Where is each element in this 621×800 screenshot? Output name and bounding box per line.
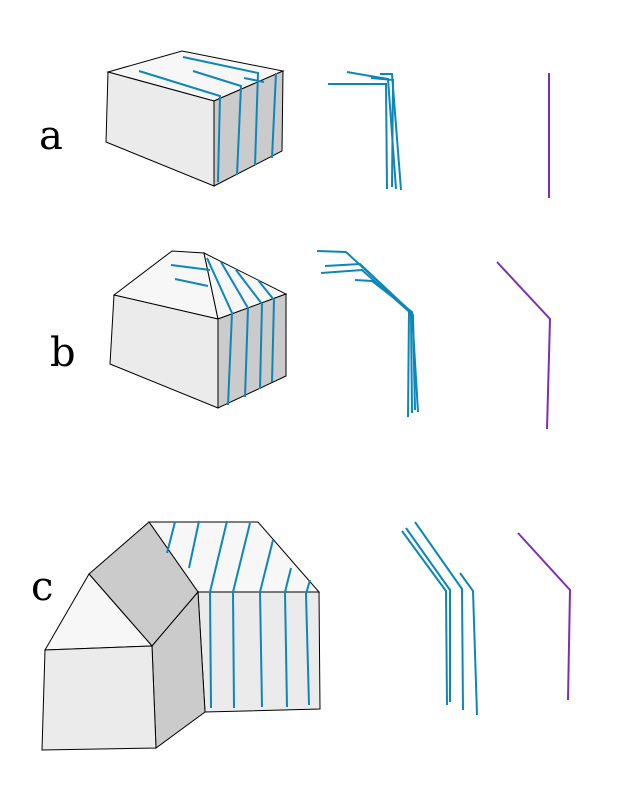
panel-label-a: a: [39, 113, 63, 159]
panel-a-box: [105, 50, 285, 187]
panel-b-surface-lines: [170, 257, 276, 406]
surface-line: [235, 269, 264, 390]
surface-line: [243, 77, 265, 83]
stroke-profile: [324, 262, 413, 414]
surface-line: [304, 579, 311, 706]
surface-line: [166, 521, 176, 554]
stroke-profile: [414, 521, 464, 711]
surface-line: [271, 72, 277, 159]
surface-line: [220, 261, 250, 398]
surface-line: [174, 278, 209, 287]
stroke-profile: [346, 71, 397, 190]
panel-c-axis: [517, 532, 572, 701]
surface-line: [138, 70, 222, 183]
house-c-long-wall: [197, 591, 321, 713]
panel-label-c: c: [31, 564, 54, 610]
stroke-profile: [320, 268, 416, 411]
panel-label-b: b: [50, 330, 76, 376]
panel-c-houses: [41, 521, 321, 751]
stroke-profile: [459, 572, 478, 716]
house-c-front-wall: [41, 645, 157, 751]
surface-line: [182, 56, 260, 166]
stroke-profile: [328, 83, 388, 190]
panel-c-stroke-profiles: [401, 521, 478, 716]
surface-line: [170, 264, 211, 271]
house-b-side-wall: [217, 293, 287, 409]
surface-line: [283, 567, 292, 708]
stroke-profile: [354, 279, 419, 413]
panel-b-axis: [496, 261, 552, 430]
stroke-profile: [380, 73, 402, 191]
panel-b-stroke-profiles: [316, 250, 419, 418]
surface-line: [257, 279, 276, 383]
stroke-profile: [401, 530, 448, 706]
panel-c-surface-lines: [166, 520, 311, 709]
axis-line: [517, 532, 572, 701]
surface-line: [192, 70, 243, 176]
surface-line: [231, 522, 251, 709]
surface-line: [188, 520, 200, 569]
surface-line: [208, 520, 228, 709]
stroke-profile: [316, 250, 411, 418]
surface-line: [258, 539, 274, 708]
panel-a-stroke-profiles: [328, 71, 402, 191]
surface-line: [206, 257, 234, 406]
panel-a-surface-lines: [138, 56, 277, 183]
stroke-profile: [405, 527, 451, 702]
axis-line: [496, 261, 552, 430]
